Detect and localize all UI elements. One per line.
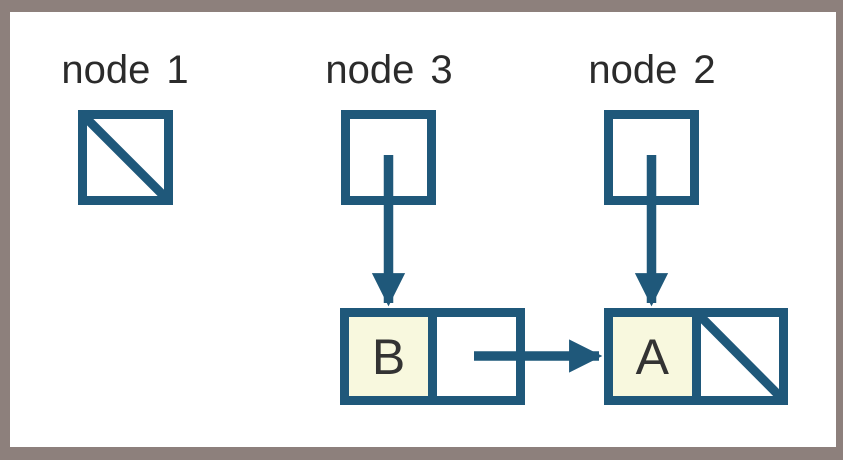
node1-pointer-square xyxy=(78,110,173,205)
record-B-value-cell: B xyxy=(349,317,437,396)
record-A-next-cell xyxy=(701,317,780,396)
node3-label: node 3 xyxy=(325,48,453,92)
record-B: B xyxy=(340,308,525,405)
record-A-value: A xyxy=(635,328,669,385)
node1-label: node 1 xyxy=(61,48,189,92)
record-A: A xyxy=(604,308,788,405)
record-B-next-cell xyxy=(437,317,516,396)
null-pointer-icon xyxy=(87,119,164,196)
node2-pointer-square xyxy=(604,110,699,205)
record-B-value: B xyxy=(371,328,406,385)
node2-label: node 2 xyxy=(588,48,716,92)
null-pointer-icon xyxy=(701,317,780,396)
node3-pointer-square xyxy=(341,110,436,205)
record-A-value-cell: A xyxy=(613,317,701,396)
